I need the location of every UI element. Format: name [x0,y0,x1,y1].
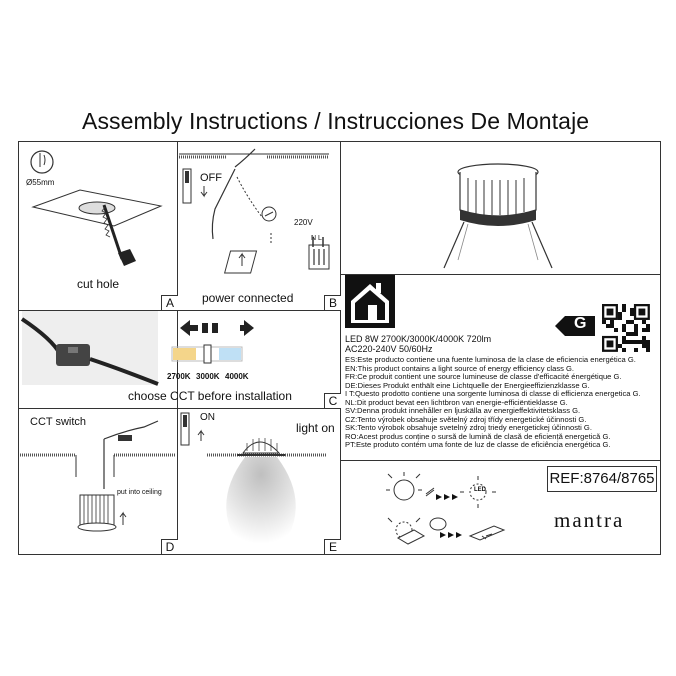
cut-hole [78,201,116,215]
divider [340,460,661,461]
cct-slider-knob [203,344,212,364]
reference-box: REF:8764/8765 [547,466,657,492]
statement-it: I T:Questo prodotto contiene una sorgent… [345,389,641,398]
statement-es: ES:Este producto contiene una fuente lum… [345,355,636,364]
terminal-label: N L [311,235,322,242]
led-icon [469,483,487,501]
connector-icon [396,529,426,545]
panel-a-illustration [30,150,163,266]
drill-icon [39,153,46,167]
statement-fr: FR:Ce produit contient une source lumine… [345,372,622,381]
terminal-block [223,250,258,274]
instruction-sheet: A B C D E [18,141,661,555]
warm-swatch [173,348,196,360]
driver-icon [468,525,506,541]
saw-handle [118,249,136,266]
cct-2700k: 2700K [167,372,191,381]
panel-d-illustration [20,420,176,532]
cct-4000k: 4000K [225,372,249,381]
cct-switch-housing [56,344,90,366]
up-arrow-icon [119,511,127,525]
panel-c-illustration [20,311,254,386]
cable [103,420,159,440]
spec-line-1: LED 8W 2700K/3000K/4000K 720lm [345,334,492,344]
energy-class-letter: G [574,315,587,332]
wall-switch-on [180,412,190,446]
panel-letter-d: D [161,539,178,554]
product-illustration [443,163,553,269]
bulb-led-icon [393,479,415,501]
usage-pictograms [386,472,506,545]
saw-teeth [101,206,111,238]
panel-e-illustration [180,412,327,544]
page-title: Assembly Instructions / Instrucciones De… [82,108,590,134]
arrows-icon [436,494,458,500]
panel-a-caption: cut hole [77,277,120,291]
statement-pt: PT:Este produto contém uma fonte de luz … [345,440,611,449]
reference-number: REF:8764/8765 [549,470,655,487]
lamp-head-icon [429,517,447,531]
downlight-head [242,441,281,454]
on-label: ON [200,412,215,423]
cct-switch [118,435,132,441]
panel-b-caption: power connected [202,291,294,305]
panel-letter-b: B [324,295,341,310]
panel-b-illustration [179,148,330,274]
statement-sk: SK:Tento výrobok obsahuje svetelný zdroj… [345,423,592,432]
statement-nl: NL:Dit product bevat een lichtbron van e… [345,397,568,407]
arrows-icon-2 [440,532,462,538]
spec-line-2: AC220-240V 50/60Hz [345,344,433,354]
statement-en: EN:This product contains a light source … [345,363,575,373]
hole-size-label: Ø55mm [26,178,55,187]
divider [19,408,340,409]
indoor-use-icon [345,275,395,328]
panel-letter-c: C [324,393,341,408]
right-arrow-icon [240,320,254,336]
downlight-body [79,494,115,526]
statement-sv: SV:Denna produkt innehåller en ljuskälla… [345,406,581,415]
left-arrow-icon [180,320,198,336]
light-beam [226,457,296,544]
saw-blade [102,204,124,260]
qr-code-icon [602,304,650,352]
up-arrow-icon [197,429,205,441]
statement-ro: RO:Acest produs conține o sursă de lumin… [345,431,611,441]
divider [19,310,340,311]
put-into-ceiling-label: put into ceiling [117,489,162,496]
off-label: OFF [200,172,222,184]
hole-size-icon [30,150,54,174]
cct-3000k: 3000K [196,372,220,381]
panel-e-caption: light on [296,421,335,435]
heatsink [459,172,537,217]
cool-swatch [219,348,241,360]
divider [340,274,661,275]
voltage-label: 220V [294,218,313,227]
divider [177,408,178,554]
panel-c-caption: choose CCT before installation [128,389,292,403]
statement-de: DE:Dieses Produkt enthält eine Lichtquel… [345,380,590,390]
divider [177,142,178,408]
energy-class-badge [555,316,595,336]
cct-switch-label: CCT switch [30,416,87,428]
up-arrow-icon [238,252,246,266]
down-arrow-icon [200,186,208,198]
brand-logo: mantra [554,508,625,532]
wall-switch-off [182,168,192,204]
panel-letter-e: E [324,539,341,554]
statement-cz: CZ:Tento výrobek obsahuje světelný zdroj… [345,414,587,424]
divider [340,142,341,554]
cable [234,148,256,168]
led-text: LED [474,487,486,493]
panel-letter-a: A [161,295,178,310]
